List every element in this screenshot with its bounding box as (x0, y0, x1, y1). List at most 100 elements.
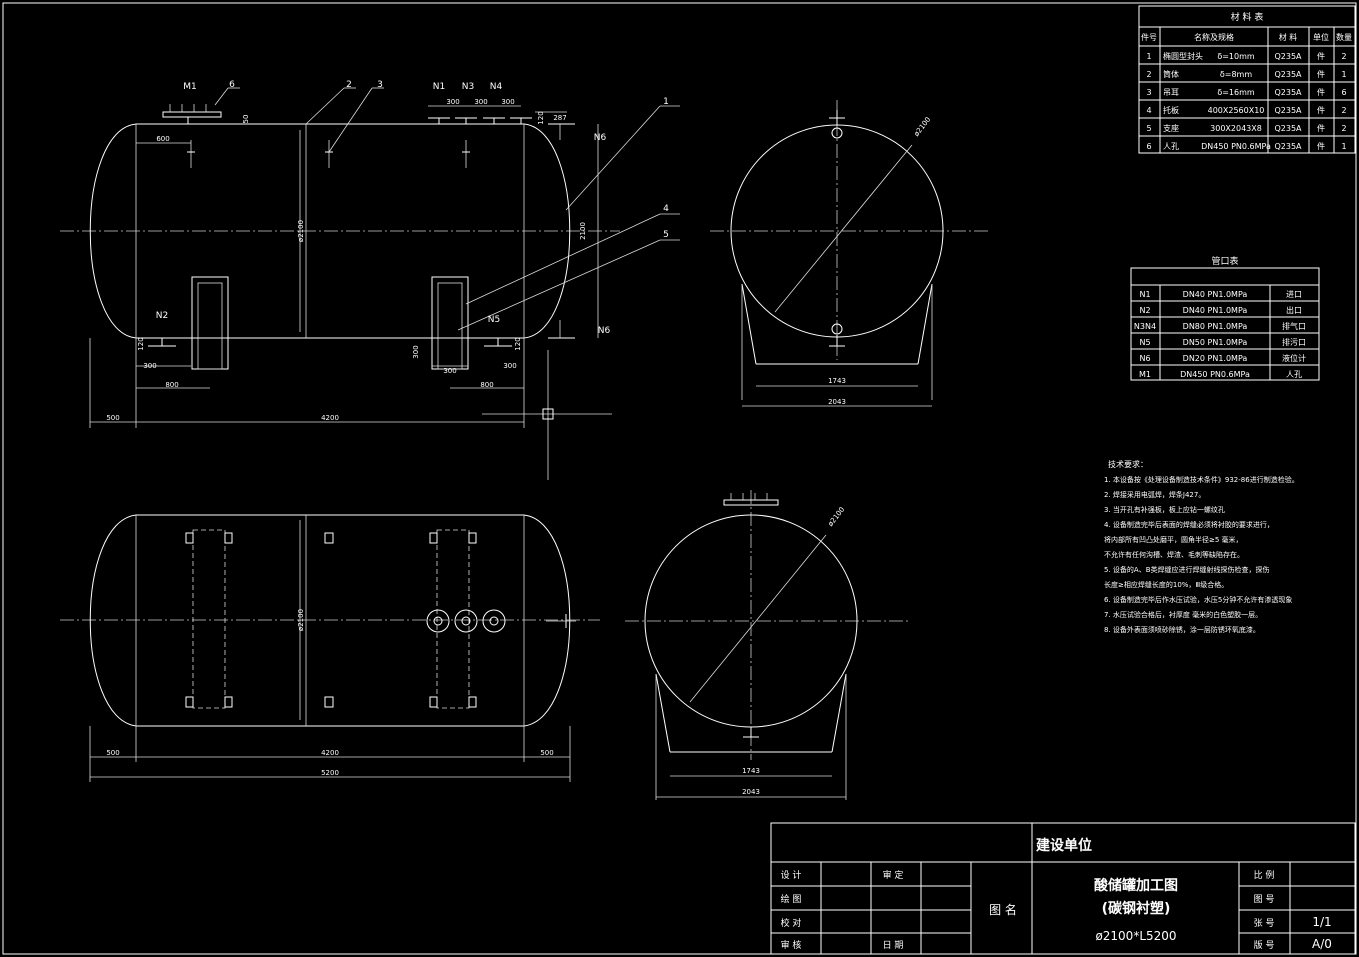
version-value: A/0 (1312, 937, 1332, 951)
dim-dia-side-a: ø2100 (912, 116, 932, 138)
dim-287: 287 (553, 114, 566, 122)
material-row-no: 6 (1146, 142, 1151, 151)
nozzle-row-spec: DN450 PN0.6MPa (1180, 370, 1250, 379)
material-row-qty: 2 (1341, 52, 1346, 61)
sheet-label: 张 号 (1254, 918, 1275, 929)
material-row-no: 2 (1146, 70, 1151, 79)
material-row-no: 3 (1146, 88, 1151, 97)
label-n5: N5 (488, 315, 500, 325)
nozzle-row-spec: DN50 PN1.0MPa (1183, 338, 1248, 347)
label-n2: N2 (156, 311, 168, 321)
material-row-qty: 1 (1341, 70, 1346, 79)
drawing-name-line2: (碳钢衬塑) (1102, 900, 1171, 917)
drawing-size: ø2100*L5200 (1095, 929, 1176, 943)
material-row-qty: 2 (1341, 106, 1346, 115)
material-row-name: 人孔 (1163, 142, 1179, 151)
dim-dia-plan: ø2100 (297, 609, 305, 631)
side-view-top (710, 100, 990, 407)
label-n3: N3 (462, 82, 474, 92)
dim-5200: 5200 (321, 769, 339, 777)
note-line: 1. 本设备按《处理设备制造技术条件》932-86进行制造检验。 (1104, 475, 1299, 484)
nozzle-row-use: 人孔 (1286, 370, 1302, 379)
material-row-spec: 400X2560X10 (1208, 106, 1265, 115)
dim-dia-2100: ø2100 (297, 220, 305, 242)
design-label: 设 计 (781, 869, 802, 881)
material-row-name: 支座 (1163, 123, 1179, 133)
material-row-spec: δ=10mm (1217, 52, 1255, 61)
drawing-label: 绘 图 (781, 893, 802, 905)
dim-800-right: 800 (480, 381, 493, 389)
material-row-unit: 件 (1317, 69, 1325, 79)
approve-label: 审 定 (883, 869, 904, 881)
material-row-name: 吊耳 (1163, 88, 1179, 97)
material-row-unit: 件 (1317, 141, 1325, 151)
sheet-value: 1/1 (1312, 915, 1331, 929)
nozzle-row-spec: DN20 PN1.0MPa (1183, 354, 1248, 363)
note-line: 3. 当开孔有补强板，板上应钻一螺纹孔 (1104, 505, 1225, 514)
nozzle-row-use: 进口 (1286, 290, 1302, 299)
material-row-qty: 2 (1341, 124, 1346, 133)
material-row-unit: 件 (1317, 51, 1325, 61)
material-header-name: 名称及规格 (1194, 32, 1234, 42)
review-label: 审 核 (781, 939, 802, 951)
material-row-no: 1 (1146, 52, 1151, 61)
dim-1743-a: 1743 (828, 377, 846, 385)
note-line: 不允许有任何沟槽、焊渣、毛刺等缺陷存在。 (1104, 550, 1244, 559)
scale-label: 比 例 (1254, 869, 1275, 881)
nozzle-row-id: N6 (1139, 354, 1150, 363)
nozzle-row-use: 排气口 (1282, 321, 1306, 331)
material-row-qty: 6 (1341, 88, 1346, 97)
material-table (1138, 5, 1356, 154)
material-row-qty: 1 (1341, 142, 1346, 151)
material-row-spec: DN450 PN0.6MPa (1201, 142, 1271, 151)
material-row-unit: 件 (1317, 87, 1325, 97)
dim-500: 500 (106, 414, 119, 422)
material-header-material: 材 料 (1279, 32, 1298, 42)
label-n6-top: N6 (594, 133, 607, 143)
note-line: 将内部所有凹凸处磨平，圆角半径≥5 毫米， (1104, 535, 1243, 544)
dim-2100-vertical: 2100 (579, 222, 587, 240)
material-header-no: 件号 (1141, 32, 1157, 42)
drawing-name-label: 图 名 (989, 902, 1017, 917)
dim-4200-b: 4200 (321, 749, 339, 757)
material-row-unit: 件 (1317, 123, 1325, 133)
dim-300-left: 300 (143, 362, 156, 370)
front-view (60, 87, 680, 480)
label-part-1: 1 (663, 97, 669, 107)
note-line: 长度≥相应焊缝长度的10%，Ⅲ级合格。 (1104, 580, 1228, 589)
dim-1743-b: 1743 (742, 767, 760, 775)
dim-2043-a: 2043 (828, 398, 846, 406)
nozzle-table (1130, 267, 1320, 381)
material-row-no: 5 (1146, 124, 1151, 133)
nozzle-row-id: N1 (1139, 290, 1150, 299)
nozzle-table-title: 管口表 (1211, 255, 1238, 267)
nozzle-row-spec: DN40 PN1.0MPa (1183, 306, 1248, 315)
dim-500-b: 500 (106, 749, 119, 757)
material-row-spec: δ=16mm (1217, 88, 1255, 97)
material-row-material: Q235A (1274, 88, 1302, 97)
dim-300-n: 300 (443, 367, 456, 375)
label-part-3: 3 (377, 80, 383, 90)
label-n1: N1 (433, 82, 445, 92)
material-row-name: 椭圆型封头 (1163, 51, 1203, 61)
label-n4: N4 (490, 82, 503, 92)
dim-300-a: 300 (446, 98, 459, 106)
nozzle-row-id: M1 (1139, 370, 1151, 379)
material-row-name: 托板 (1163, 105, 1179, 115)
material-row-unit: 件 (1317, 105, 1325, 115)
version-label: 版 号 (1254, 939, 1275, 951)
material-row-material: Q235A (1274, 70, 1302, 79)
material-header-qty: 数量 (1336, 32, 1352, 42)
dim-300-right: 300 (503, 362, 516, 370)
title-block (770, 822, 1356, 955)
dim-120-a: 120 (537, 111, 545, 124)
nozzle-row-use: 出口 (1286, 305, 1302, 315)
check-label: 校 对 (781, 917, 802, 929)
nozzle-row-id: N2 (1139, 306, 1150, 315)
date-label: 日 期 (883, 940, 904, 951)
dim-120-b: 120 (137, 337, 145, 350)
nozzle-row-spec: DN40 PN1.0MPa (1183, 290, 1248, 299)
plan-view (60, 514, 600, 782)
dim-600: 600 (156, 135, 169, 143)
